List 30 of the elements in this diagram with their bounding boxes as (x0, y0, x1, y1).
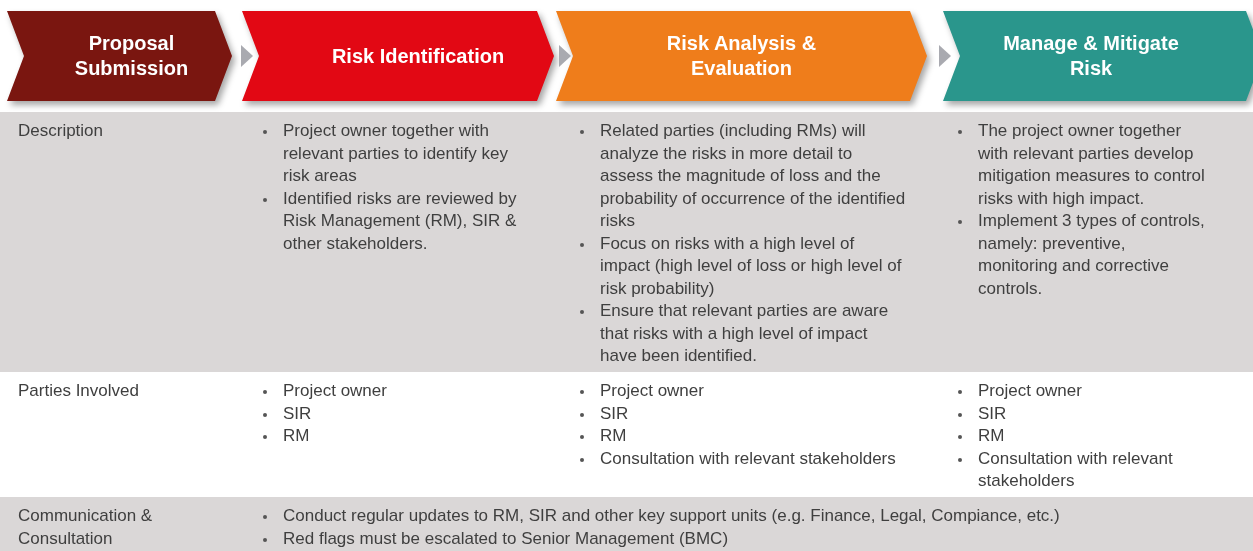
chevron-step: Risk Identification (242, 11, 554, 101)
bullet-item: RM (261, 425, 531, 448)
bullet-item: Conduct regular updates to RM, SIR and other key support units (e.g. Finance, Legal, Compiance, etc.) (261, 505, 1251, 528)
bullet-item: SIR (956, 402, 1206, 425)
bullet-item: Project owner (956, 380, 1206, 403)
bullet-item: RM (956, 425, 1206, 448)
bullet-item: Consultation with relevant stakeholders (578, 447, 908, 470)
bullet-item: Project owner (261, 380, 531, 403)
bullet-item: SIR (261, 402, 531, 425)
bullet-item: Consultation with relevant stakeholders (956, 447, 1206, 493)
row-header: Communication & Consultation (18, 505, 154, 550)
bullet-item: Project owner (578, 380, 908, 403)
bullet-item: Project owner together with relevant parties to identify key risk areas (261, 120, 531, 188)
bullet-item: RM (578, 425, 908, 448)
chevron-step: Proposal Submission (7, 11, 232, 101)
row-header: Description (18, 120, 105, 142)
bullet-item: Related parties (including RMs) will analyze the risks in more detail to assess the magnitude of loss and the probability of occurrence of the identified risks (578, 120, 908, 233)
chevron-step: Risk Analysis & Evaluation (556, 11, 927, 101)
bullet-item: Red flags must be escalated to Senior Management (BMC) (261, 527, 1251, 550)
bullet-item: Ensure that relevant parties are aware that risks with a high level of impact have been identified. (578, 300, 908, 368)
arrow (939, 45, 951, 67)
arrow (559, 45, 571, 67)
row-header: Parties Involved (18, 380, 140, 402)
bullet-item: SIR (578, 402, 908, 425)
bullet-item: Implement 3 types of controls, namely: preventive, monitoring and corrective controls. (956, 210, 1206, 300)
chevron-step: Manage & Mitigate Risk (943, 11, 1253, 101)
arrow (241, 45, 253, 67)
bullet-item: The project owner together with relevant parties develop mitigation measures to control risks with high impact. (956, 120, 1206, 210)
bullet-item: Identified risks are reviewed by Risk Management (RM), SIR & other stakeholders. (261, 187, 531, 255)
bullet-item: Focus on risks with a high level of impact (high level of loss or high level of risk probability) (578, 232, 908, 300)
